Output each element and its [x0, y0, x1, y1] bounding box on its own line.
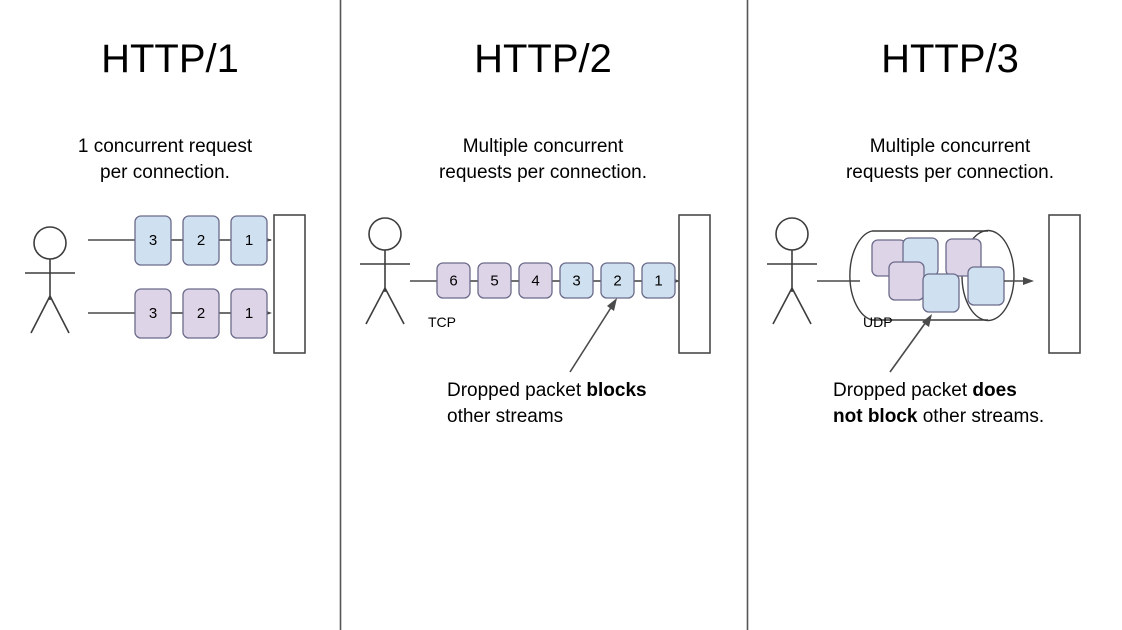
packet-label: 4 [531, 272, 539, 289]
client-stick-figure-icon [25, 226, 75, 334]
packet-box [182, 288, 220, 339]
panel-caption-http3-line1: Multiple concurrent [870, 136, 1031, 157]
panel-http2: HTTP/2 Multiple concurrent requests per … [360, 37, 711, 427]
tcp-stream-row: 6 5 4 3 2 1 [410, 262, 680, 299]
panel-title-http2: HTTP/2 [474, 37, 612, 81]
panel-http1: HTTP/1 1 concurrent request per connecti… [25, 37, 306, 354]
annotation-text-plain: Dropped packet [447, 380, 586, 401]
annotation-http3-line2: not block other streams. [833, 406, 1044, 427]
client-stick-figure-icon [360, 217, 410, 325]
annotation-http2-line2: other streams [447, 406, 563, 427]
packet-box [888, 261, 925, 301]
packet-box-dropped [922, 273, 960, 313]
panel-title-http1: HTTP/1 [101, 37, 239, 81]
callout-arrow-icon [889, 314, 932, 373]
annotation-text-plain: Dropped packet [833, 380, 972, 401]
stream-row-purple: 3 2 1 [88, 288, 272, 339]
server-rectangle-icon [273, 214, 306, 354]
packet-label: 6 [449, 272, 457, 289]
annotation-text-bold: not block [833, 406, 918, 427]
packet-box [559, 262, 594, 299]
packet-label: 3 [149, 305, 157, 322]
panel-title-http3: HTTP/3 [881, 37, 1019, 81]
packet-label: 2 [613, 272, 621, 289]
callout-arrow-icon [569, 298, 617, 373]
packet-label: 1 [245, 305, 253, 322]
transport-label-tcp: TCP [428, 314, 456, 330]
packet-box [182, 215, 220, 266]
transport-label-udp: UDP [863, 314, 893, 330]
panel-caption-http2-line1: Multiple concurrent [463, 136, 624, 157]
panel-caption-http2-line2: requests per connection. [439, 162, 647, 183]
annotation-text-bold: does [972, 380, 1016, 401]
packet-box [518, 262, 553, 299]
arrow-right-icon [1004, 277, 1034, 285]
packet-label: 3 [149, 232, 157, 249]
packet-label: 5 [490, 272, 498, 289]
packet-box-dropped [600, 262, 635, 299]
packet-box [477, 262, 512, 299]
stream-row-blue: 3 2 1 [88, 215, 272, 266]
packet-label: 3 [572, 272, 580, 289]
annotation-http2-line1: Dropped packet blocks [447, 380, 647, 401]
packet-label: 1 [245, 232, 253, 249]
panel-http3: HTTP/3 Multiple concurrent requests per … [767, 37, 1081, 427]
panel-caption-http1-line1: 1 concurrent request [78, 136, 253, 157]
annotation-text-bold: blocks [586, 380, 646, 401]
annotation-text-plain: other streams [447, 406, 563, 427]
client-stick-figure-icon [767, 217, 817, 325]
packet-box [230, 288, 268, 339]
packet-label: 1 [654, 272, 662, 289]
packet-box [641, 262, 676, 299]
packet-box [230, 215, 268, 266]
packet-box [134, 215, 172, 266]
panel-caption-http1-line2: per connection. [100, 162, 230, 183]
annotation-text-plain: other streams. [917, 406, 1044, 427]
packet-label: 2 [197, 305, 205, 322]
packet-box [436, 262, 471, 299]
annotation-http3-line1: Dropped packet does [833, 380, 1017, 401]
packet-label: 2 [197, 232, 205, 249]
server-rectangle-icon [678, 214, 711, 354]
panel-caption-http3-line2: requests per connection. [846, 162, 1054, 183]
packet-box [134, 288, 172, 339]
packet-box [967, 266, 1005, 306]
server-rectangle-icon [1048, 214, 1081, 354]
